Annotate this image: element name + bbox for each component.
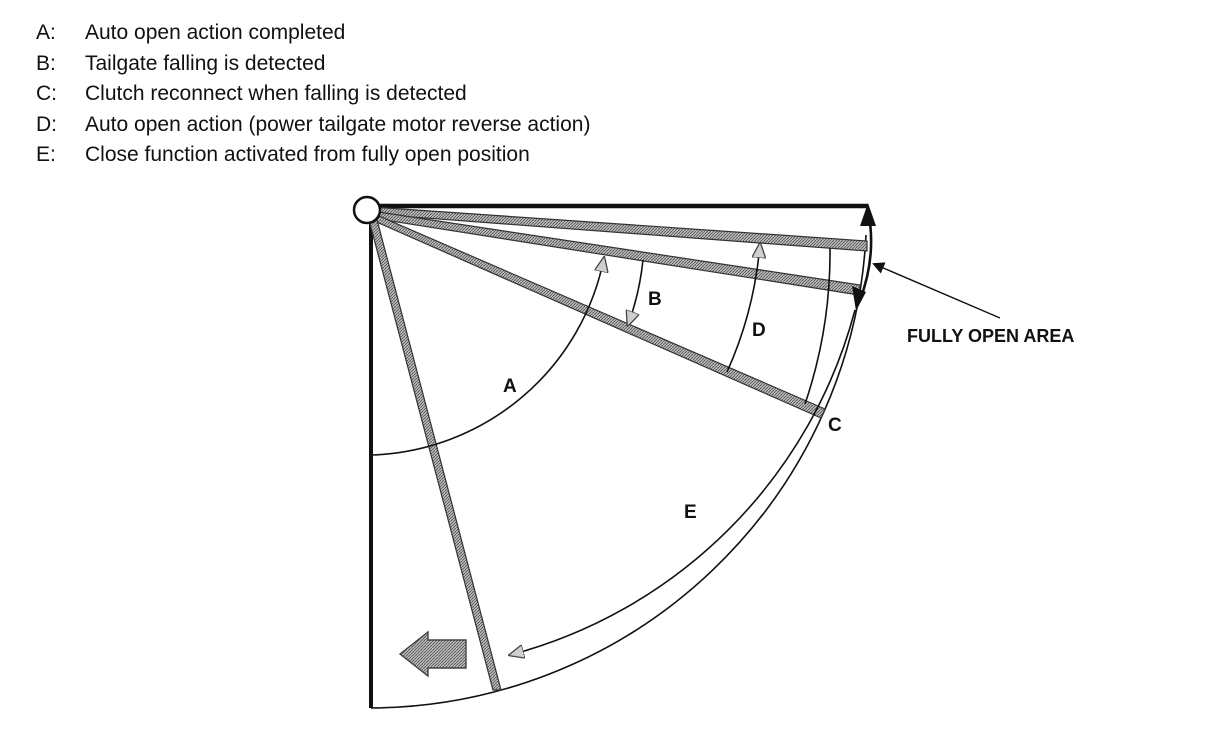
legend-item-d: D: Auto open action (power tailgate moto… <box>36 110 590 141</box>
closing-direction-arrow <box>398 630 467 678</box>
arc-c <box>804 247 831 405</box>
tailgate-position-closing <box>367 215 502 691</box>
legend-item-b: B: Tailgate falling is detected <box>36 49 590 80</box>
label-b: B <box>648 289 662 310</box>
arc-a <box>371 258 604 456</box>
legend-item-e: E: Close function activated from fully o… <box>36 140 590 171</box>
tailgate-position-clutch-reconnect <box>371 212 826 419</box>
fully-open-arrowhead-bottom <box>852 286 866 311</box>
legend-key: E: <box>36 143 56 166</box>
legend-text: Auto open action (power tailgate motor r… <box>85 112 591 136</box>
legend-key: B: <box>36 51 56 75</box>
outer-sweep-arc <box>370 234 867 709</box>
legend-text: Auto open action completed <box>85 21 346 44</box>
legend-item-a: A: Auto open action completed <box>36 18 590 49</box>
legend-text: Clutch reconnect when falling is detecte… <box>85 82 467 105</box>
fully-open-arrowhead-top <box>860 203 876 226</box>
legend-key: C: <box>36 82 57 105</box>
fully-open-area-label: FULLY OPEN AREA <box>907 326 1074 346</box>
legend-item-c: C: Clutch reconnect when falling is dete… <box>36 79 590 110</box>
arc-d <box>726 244 760 373</box>
label-a: A <box>503 376 517 397</box>
legend-text: Tailgate falling is detected <box>85 51 326 75</box>
hinge-pivot <box>352 195 382 225</box>
arc-b <box>628 259 644 325</box>
arc-e <box>510 309 856 655</box>
legend: A: Auto open action completed B: Tailgat… <box>36 18 590 171</box>
label-c: C <box>828 415 842 436</box>
legend-key: A: <box>36 21 56 44</box>
fully-open-area-pointer <box>872 262 1001 319</box>
legend-text: Close function activated from fully open… <box>85 143 530 166</box>
legend-key: D: <box>36 112 57 136</box>
label-e: E <box>684 502 697 523</box>
label-d: D <box>752 320 766 341</box>
